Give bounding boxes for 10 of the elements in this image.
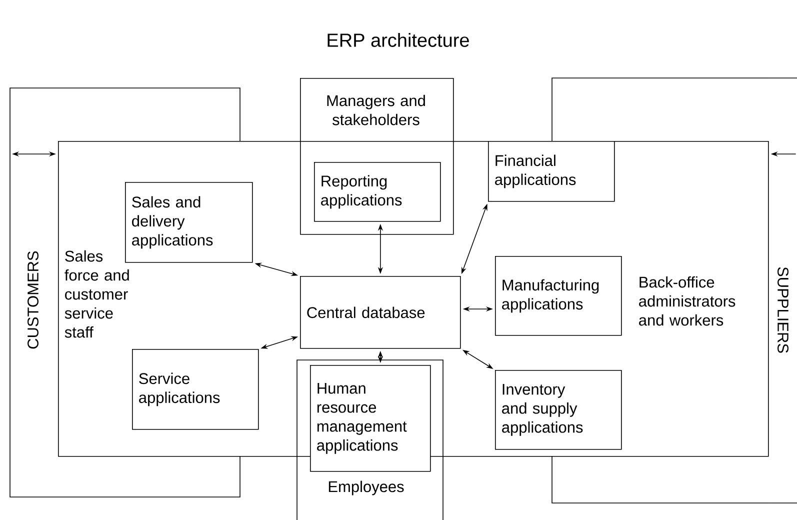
- application-box: Inventory and supply applications: [495, 370, 622, 450]
- customers-box: CUSTOMERS: [10, 88, 58, 498]
- database-box: Central database: [300, 276, 461, 349]
- application-box: Reporting applications: [314, 162, 441, 222]
- application-box: Manufacturing applications: [495, 256, 622, 336]
- application-box: Financial applications: [488, 141, 615, 202]
- application-box: Service applications: [132, 349, 259, 430]
- suppliers-box: SUPPLIERS: [768, 78, 797, 504]
- application-box: Sales and delivery applications: [125, 182, 253, 263]
- title: ERP architecture: [328, 33, 469, 47]
